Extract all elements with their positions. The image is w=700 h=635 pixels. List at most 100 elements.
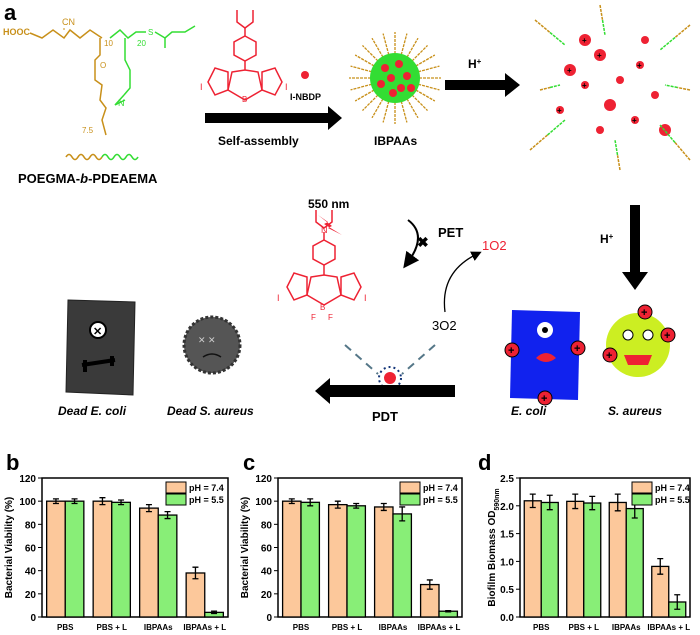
dye-dot-icon bbox=[389, 89, 397, 97]
charge-icon: + bbox=[574, 343, 580, 355]
acid-down-arrow-icon bbox=[622, 205, 648, 290]
pet-label: PET bbox=[438, 225, 463, 240]
charge-icon: + bbox=[582, 81, 587, 90]
x-tick-label: PBS + L bbox=[332, 623, 363, 632]
y-tick-label: 0 bbox=[266, 613, 272, 624]
dye-dot-icon bbox=[631, 116, 639, 124]
error-bar bbox=[211, 610, 218, 615]
polymer-hair-icon bbox=[371, 37, 384, 58]
scheme-panel-a: a HOOC CN 10 O 7.5 N 20 S POEGMA-b-PDEAE… bbox=[3, 0, 691, 424]
polymer-hair-icon bbox=[362, 94, 379, 111]
polymer-hair-icon bbox=[382, 33, 390, 55]
error-bar bbox=[118, 499, 125, 506]
legend-label: pH = 5.5 bbox=[423, 495, 458, 505]
bar-c-ph74 bbox=[327, 503, 348, 618]
bar-d-ph55 bbox=[583, 502, 602, 618]
x-tick-label: PBS bbox=[293, 623, 310, 632]
y-tick-label: 40 bbox=[261, 567, 273, 578]
y-tick-label: 80 bbox=[25, 520, 37, 531]
repeat-20: 20 bbox=[137, 39, 146, 48]
cn-label: CN bbox=[62, 17, 75, 27]
error-bar bbox=[353, 502, 360, 509]
ecoli-label: E. coli bbox=[511, 404, 547, 418]
x-tick-label: PBS bbox=[533, 623, 550, 632]
error-bar bbox=[589, 495, 596, 511]
bar-b-ph55 bbox=[111, 501, 132, 618]
error-bar bbox=[334, 500, 341, 509]
charged-dye-icon bbox=[570, 340, 586, 356]
poegma-chain-icon bbox=[599, 4, 604, 21]
charged-dye-icon bbox=[637, 304, 653, 320]
pdt-label: PDT bbox=[372, 409, 398, 424]
poegma-chain-icon bbox=[616, 154, 621, 171]
sulfur-label: S bbox=[148, 28, 153, 37]
y-axis-label: Bacterial Viability (%) bbox=[4, 497, 15, 599]
bar-c-ph55 bbox=[346, 505, 367, 618]
dye-dot-icon bbox=[616, 76, 624, 84]
polymer-hair-icon bbox=[418, 65, 440, 73]
pet-arrow-icon bbox=[403, 219, 420, 269]
poegma-chain-icon bbox=[65, 153, 103, 161]
repeat-7-5: 7.5 bbox=[82, 126, 94, 135]
error-bar bbox=[164, 510, 171, 520]
polymer-hair-icon bbox=[382, 101, 390, 123]
iodine-label: I bbox=[364, 293, 367, 303]
dye-dot-icon bbox=[387, 74, 395, 82]
legend-label: pH = 7.4 bbox=[655, 483, 690, 493]
error-bar bbox=[445, 609, 452, 613]
acid-arrow-icon bbox=[445, 73, 520, 97]
dye-dot-icon bbox=[604, 99, 616, 111]
oxygen-shell-icon bbox=[378, 366, 402, 390]
x-tick-label: PBS + L bbox=[97, 623, 128, 632]
nitrogen-label: N bbox=[321, 225, 328, 235]
svg-text:✕: ✕ bbox=[93, 326, 102, 338]
y-tick-label: 20 bbox=[25, 590, 37, 601]
charged-dye-icon bbox=[660, 327, 676, 343]
legend-swatch bbox=[165, 493, 187, 506]
bar-b-ph55 bbox=[64, 500, 85, 618]
pdeaema-chain-icon bbox=[549, 31, 566, 46]
poegma-chain-icon bbox=[534, 19, 551, 34]
dead-saureus-icon: ✕ ✕ bbox=[182, 315, 242, 375]
bar-d-ph55 bbox=[540, 501, 559, 618]
dye-dot-icon bbox=[579, 34, 591, 46]
bar-b-ph55 bbox=[157, 514, 178, 618]
y-tick-label: 40 bbox=[25, 567, 37, 578]
error-bar bbox=[572, 493, 579, 510]
dye-dot-icon bbox=[397, 84, 405, 92]
y-tick-label: 1.5 bbox=[500, 530, 514, 541]
y-tick-label: 120 bbox=[19, 474, 36, 485]
charge-icon: + bbox=[541, 393, 547, 405]
bar-c-ph74 bbox=[281, 500, 302, 618]
saureus-icon: +++ bbox=[602, 304, 676, 377]
error-bar bbox=[288, 498, 295, 505]
charged-dye-icon bbox=[537, 390, 553, 406]
iodine-label: I bbox=[285, 82, 288, 92]
panel-label-a: a bbox=[4, 0, 17, 25]
x-tick-label: IBPAAs + L bbox=[647, 623, 690, 632]
acid-label-2: H+ bbox=[600, 232, 614, 247]
error-bar bbox=[399, 506, 406, 522]
bar-b-ph74 bbox=[46, 500, 66, 618]
polymer-hair-icon bbox=[354, 54, 375, 67]
dye-dot-icon bbox=[377, 80, 385, 88]
charge-icon: + bbox=[637, 61, 642, 70]
poegma-chain-icon bbox=[539, 86, 551, 91]
polymer-hair-icon bbox=[411, 94, 428, 111]
acid-label: H+ bbox=[468, 57, 482, 72]
dead-saureus-label: Dead S. aureus bbox=[167, 404, 254, 418]
x-tick-label: IBPAAs bbox=[379, 623, 408, 632]
poegma-chain-icon bbox=[674, 24, 691, 39]
y-tick-label: 20 bbox=[261, 590, 273, 601]
poegma-chain-icon bbox=[674, 142, 691, 161]
polymer-hair-icon bbox=[362, 45, 379, 62]
y-tick-label: 1.0 bbox=[500, 557, 514, 568]
legend-label: pH = 7.4 bbox=[189, 483, 224, 493]
y-tick-label: 2.0 bbox=[500, 502, 514, 513]
bar-d-ph74 bbox=[608, 501, 627, 618]
dye-dot-icon bbox=[407, 84, 415, 92]
dye-dot-icon bbox=[556, 106, 564, 114]
